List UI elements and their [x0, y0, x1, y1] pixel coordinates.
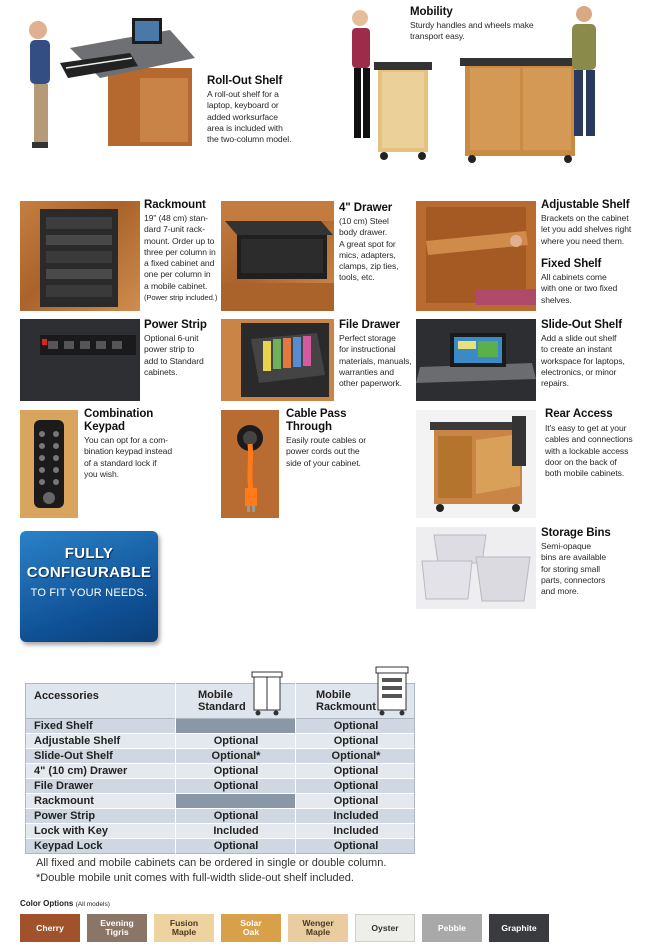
file-drawer-desc: Perfect storage for instructional materi… — [339, 333, 412, 389]
rollout-desc: A roll-out shelf for a laptop, keyboard … — [207, 89, 292, 145]
mobile-rackmount-cart-icon — [375, 666, 409, 716]
swatch-cherry[interactable]: Cherry — [20, 914, 80, 942]
swatch-oyster[interactable]: Oyster — [355, 914, 415, 942]
table-row: File Drawer Optional Optional — [25, 779, 415, 794]
table-row: Lock with Key Included Included — [25, 824, 415, 839]
table-row: 4" (10 cm) Drawer Optional Optional — [25, 764, 415, 779]
badge-line-3: TO FIT YOUR NEEDS. — [30, 587, 148, 599]
slide-out-shelf-photo — [416, 319, 536, 401]
table-row: Keypad Lock Optional Optional — [25, 839, 415, 854]
cable-pass-through-photo — [221, 410, 279, 518]
header-accessories: Accessories — [34, 690, 99, 702]
table-row: Power Strip Optional Included — [25, 809, 415, 824]
rackmount-desc: 19" (48 cm) stan- dard 7-unit rack- moun… — [144, 213, 218, 303]
rear-access-title: Rear Access — [545, 408, 613, 420]
note-line-2: *Double mobile unit comes with full-widt… — [36, 872, 354, 884]
not-available-cell — [176, 719, 296, 733]
accessories-table: Accessories Mobile Standard Mobile Rackm… — [25, 666, 415, 854]
power-strip-desc: Optional 6-unit power strip to add to St… — [144, 333, 204, 377]
rackmount-title: Rackmount — [144, 199, 206, 211]
badge-line-1: FULLY — [64, 545, 114, 562]
cable-pass-through-desc: Easily route cables or power cords out t… — [286, 435, 366, 468]
not-available-cell — [176, 794, 296, 808]
rollout-title: Roll-Out Shelf — [207, 75, 283, 87]
table-header: Accessories Mobile Standard Mobile Rackm… — [25, 666, 415, 719]
swatch-graphite[interactable]: Graphite — [489, 914, 549, 942]
combination-keypad-photo — [20, 410, 78, 518]
combination-keypad-title: Combination Keypad — [84, 408, 154, 433]
adjustable-shelf-title: Adjustable Shelf — [541, 199, 630, 211]
rackmount-photo — [20, 201, 140, 311]
header-mobile-standard: Mobile Standard — [198, 689, 246, 713]
rollout-shelf-photo — [20, 8, 200, 160]
rear-access-photo — [416, 410, 536, 518]
file-drawer-title: File Drawer — [339, 319, 400, 331]
power-strip-title: Power Strip — [144, 319, 207, 331]
adjustable-shelf-desc: Brackets on the cabinet let you add shel… — [541, 213, 632, 246]
adjustable-shelf-photo — [416, 201, 536, 311]
mobile-standard-cart-icon — [251, 671, 283, 716]
table-row: Adjustable Shelf Optional Optional — [25, 734, 415, 749]
rear-access-desc: It's easy to get at your cables and conn… — [545, 423, 633, 479]
storage-bins-title: Storage Bins — [541, 527, 611, 539]
fixed-shelf-title: Fixed Shelf — [541, 258, 602, 270]
table-row: Fixed Shelf Optional — [25, 719, 415, 734]
power-strip-photo — [20, 319, 140, 401]
drawer-photo — [221, 201, 334, 311]
badge-line-2: CONFIGURABLE — [26, 564, 152, 581]
fixed-shelf-desc: All cabinets come with one or two fixed … — [541, 272, 618, 305]
mobility-title: Mobility — [410, 6, 453, 18]
header-mobile-rackmount: Mobile Rackmount — [316, 689, 376, 713]
storage-bins-desc: Semi-opaque bins are available for stori… — [541, 541, 607, 597]
color-options-label: Color Options (All models) — [20, 899, 110, 908]
slide-out-shelf-desc: Add a slide out shelf to create an insta… — [541, 333, 625, 389]
fully-configurable-badge: FULLY CONFIGURABLE TO FIT YOUR NEEDS. — [20, 531, 158, 642]
note-line-1: All fixed and mobile cabinets can be ord… — [36, 857, 387, 869]
drawer-title: 4" Drawer — [339, 202, 393, 214]
mobility-desc: Sturdy handles and wheels make transport… — [410, 20, 534, 42]
file-drawer-photo — [221, 319, 334, 401]
combination-keypad-desc: You can opt for a com- bination keypad i… — [84, 435, 173, 479]
drawer-desc: (10 cm) Steel body drawer. A great spot … — [339, 216, 399, 283]
storage-bins-photo — [416, 527, 536, 609]
cable-pass-through-title: Cable Pass Through — [286, 408, 347, 433]
table-row: Rackmount Optional — [25, 794, 415, 809]
swatch-pebble[interactable]: Pebble — [422, 914, 482, 942]
table-row: Slide-Out Shelf Optional* Optional* — [25, 749, 415, 764]
mobility-photo — [330, 4, 630, 164]
slide-out-shelf-title: Slide-Out Shelf — [541, 319, 622, 331]
